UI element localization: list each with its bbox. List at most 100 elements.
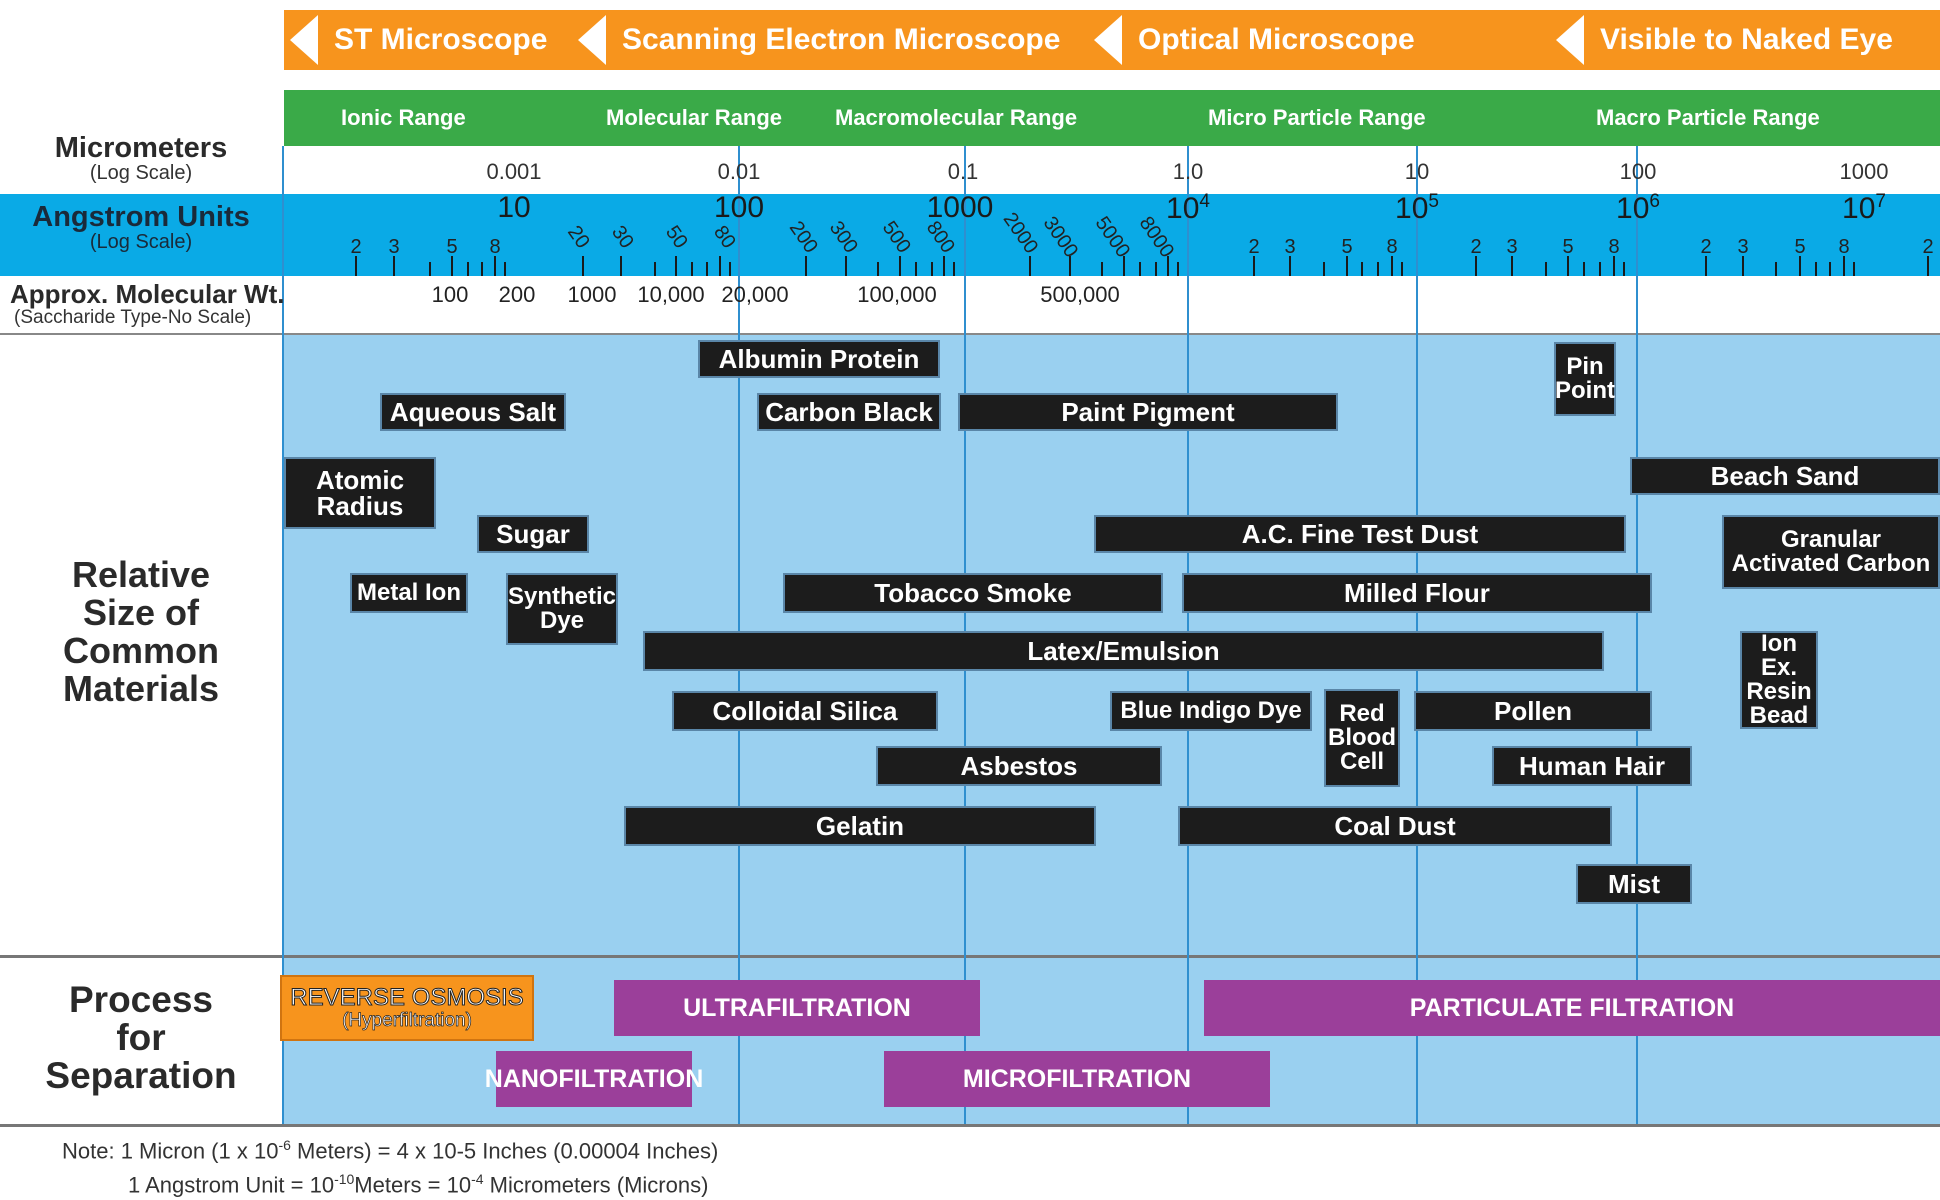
micrometers-title: Micrometers <box>54 132 228 164</box>
molecular-weight: 100,000 <box>857 282 937 307</box>
process-nanofiltration: NANOFILTRATION <box>485 1051 703 1107</box>
range-macromolecular: Macromolecular Range <box>835 105 1078 130</box>
angstrom-title: Angstrom Units <box>32 201 250 233</box>
micrometer-tick: 1.0 <box>1172 159 1204 184</box>
material-label: Synthetic <box>507 583 617 610</box>
process-label: REVERSE OSMOSIS <box>290 984 524 1012</box>
material-label: Albumin Protein <box>718 344 920 374</box>
range-macro-particle: Macro Particle Range <box>1596 105 1820 130</box>
process-microfiltration: MICROFILTRATION <box>884 1051 1270 1107</box>
molecular-weight: 1000 <box>567 282 617 307</box>
angstrom-major-exp: 7 <box>1875 191 1886 212</box>
material-pollen: Pollen <box>1414 691 1652 731</box>
molecular-weight: 500,000 <box>1040 282 1120 307</box>
angstrom-minor-label: 2 <box>1700 236 1712 258</box>
material-label: Atomic <box>315 465 405 495</box>
process-label: ULTRAFILTRATION <box>683 993 911 1022</box>
material-label: Radius <box>316 491 404 521</box>
process-line: for <box>116 1017 166 1058</box>
note-line-2: 1 Angstrom Unit = 10-10Meters = 10-4 Mic… <box>128 1171 708 1198</box>
micrometer-tick: 0.1 <box>947 159 979 184</box>
material-human-hair: Human Hair <box>1492 746 1692 786</box>
microscope-label: Visible to Naked Eye <box>1600 23 1893 56</box>
angstrom-major: 10 <box>497 191 530 225</box>
material-mist: Mist <box>1576 864 1692 904</box>
note-text: Meters) = 4 x 10-5 Inches (0.00004 Inche… <box>290 1138 719 1164</box>
micrometer-tick: 1000 <box>1839 159 1889 184</box>
material-label: Pollen <box>1493 696 1572 726</box>
material-label: Granular <box>1780 526 1882 553</box>
process-label: MICROFILTRATION <box>962 1064 1192 1093</box>
angstrom-major-base: 10 <box>497 191 531 224</box>
material-label: Point <box>1555 377 1615 404</box>
material-colloidal-silica: Colloidal Silica <box>672 691 938 731</box>
material-label: Ion Ex. <box>1760 630 1798 681</box>
angstrom-minor-label: 8 <box>1608 236 1620 258</box>
molecular-weight: 200 <box>498 282 536 307</box>
process-line: Process <box>69 979 213 1020</box>
material-tobacco-smoke: Tobacco Smoke <box>783 573 1163 613</box>
range-ionic: Ionic Range <box>341 105 466 130</box>
material-label: Metal Ion <box>356 579 461 606</box>
range-micro-particle: Micro Particle Range <box>1208 105 1426 130</box>
material-label: A.C. Fine Test Dust <box>1241 519 1479 549</box>
note-line-1: Note: 1 Micron (1 x 10-6 Meters) = 4 x 1… <box>62 1137 718 1164</box>
micrometers-header: Micrometers (Log Scale) <box>0 132 282 185</box>
angstrom-minor-label: 8 <box>489 236 501 258</box>
process-sublabel: (Hyperfiltration) <box>342 1009 473 1031</box>
material-paint-pigment: Paint Pigment <box>958 393 1338 431</box>
material-label: Coal Dust <box>1334 811 1456 841</box>
angstrom-minor-label: 2 <box>350 236 362 258</box>
angstrom-minor-label: 8 <box>1838 236 1850 258</box>
angstrom-minor-label: 3 <box>388 236 400 258</box>
left-arrow-icon <box>290 15 318 65</box>
left-arrow-icon <box>1556 15 1584 65</box>
grid-line <box>1636 146 1638 1124</box>
microscope-label: Scanning Electron Microscope <box>622 23 1061 56</box>
micrometer-tick: 0.001 <box>486 159 542 184</box>
angstrom-major: 1000 <box>927 191 994 225</box>
material-ac-fine-test-dust: A.C. Fine Test Dust <box>1094 515 1626 553</box>
material-milled-flour: Milled Flour <box>1182 573 1652 613</box>
material-label: Beach Sand <box>1710 461 1860 491</box>
angstrom-major-base: 10 <box>1616 192 1650 225</box>
process-label: NANOFILTRATION <box>484 1064 704 1093</box>
note-text: 1 Angstrom Unit = 10 <box>128 1172 335 1198</box>
material-label: Cell <box>1339 748 1384 775</box>
angstrom-major-base: 1000 <box>926 191 994 224</box>
relative-line: Common <box>63 630 219 671</box>
microscope-naked-eye: Visible to Naked Eye <box>1556 10 1893 70</box>
molecular-header: Approx. Molecular Wt. (Saccharide Type-N… <box>10 279 290 329</box>
material-label: Tobacco Smoke <box>874 578 1072 608</box>
relative-size-header: Relative Size of Common Materials <box>0 556 282 708</box>
material-label: Bead <box>1749 702 1809 729</box>
material-carbon-black: Carbon Black <box>757 393 941 431</box>
angstrom-major-base: 10 <box>1166 192 1200 225</box>
angstrom-minor-label: 3 <box>1284 236 1296 258</box>
angstrom-major: 105 <box>1395 191 1439 226</box>
process-header: Process for Separation <box>0 981 282 1095</box>
material-label: Mist <box>1608 869 1660 899</box>
material-label: Red <box>1339 700 1385 727</box>
material-albumin-protein: Albumin Protein <box>698 340 940 378</box>
divider-bottom <box>0 1124 1940 1127</box>
material-gelatin: Gelatin <box>624 806 1096 846</box>
left-arrow-icon <box>1094 15 1122 65</box>
micrometers-subtitle: (Log Scale) <box>89 162 193 184</box>
divider-mw-top <box>0 333 1940 335</box>
material-label: Human Hair <box>1519 751 1665 781</box>
material-label: Colloidal Silica <box>712 696 898 726</box>
relative-line: Size of <box>82 592 199 633</box>
material-aqueous-salt: Aqueous Salt <box>380 393 566 431</box>
material-label: Asbestos <box>960 751 1078 781</box>
material-label: Activated Carbon <box>1731 550 1931 577</box>
molecular-subtitle: (Saccharide Type-No Scale) <box>14 307 252 328</box>
angstrom-major-base: 10 <box>1842 192 1876 225</box>
molecular-weight: 20,000 <box>721 282 789 307</box>
material-label: Resin <box>1746 678 1812 705</box>
angstrom-minor-label: 3 <box>1737 236 1749 258</box>
